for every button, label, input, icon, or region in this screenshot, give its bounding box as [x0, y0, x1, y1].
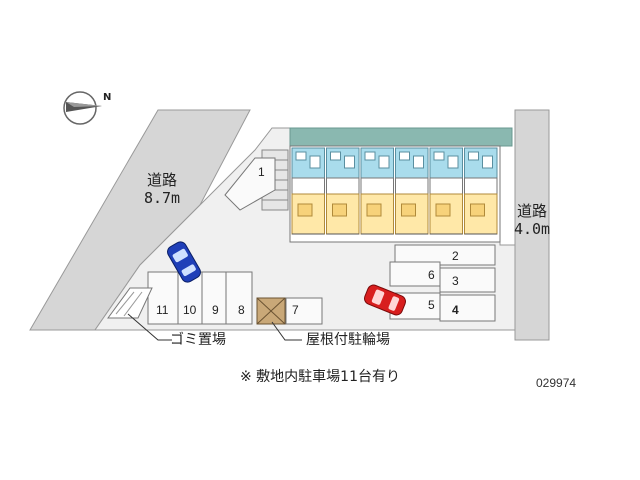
- parking-space-8: [225, 271, 253, 325]
- blue-car-icon: [167, 241, 201, 283]
- parking-label-7: 7: [292, 303, 299, 317]
- road-left-width: 8.7m: [143, 189, 181, 207]
- apartment-unit: [395, 147, 429, 235]
- parking-space-11: [147, 271, 179, 325]
- apartment-unit: [429, 147, 463, 235]
- parking-space-9: [201, 271, 227, 325]
- map-code: 029974: [536, 376, 577, 390]
- parking-space-6: [389, 261, 441, 287]
- parking-label-8: 8: [238, 303, 245, 317]
- parking-label-9: 9: [212, 303, 219, 317]
- parking-space-2: [394, 244, 496, 266]
- parking-space-10: [177, 271, 203, 325]
- apartment-unit: [360, 147, 394, 235]
- apartment-unit: [464, 147, 498, 235]
- parking-label-11: 11: [156, 303, 169, 317]
- parking-label-3: 3: [452, 274, 459, 288]
- road-right-width: 4.0m: [513, 220, 551, 238]
- parking-label-5: 5: [428, 298, 435, 312]
- garbage-area-label: ゴミ置場: [170, 332, 226, 348]
- parking-space-3: [439, 267, 496, 293]
- garbage-leader: [127, 313, 172, 341]
- parking-space-7: [285, 297, 323, 325]
- parking-label-4: 4: [452, 303, 459, 317]
- parking-label-1: 1: [258, 165, 265, 179]
- apartment-unit: [326, 147, 360, 235]
- road-left-name: 道路: [146, 171, 177, 189]
- parking-count-note: ※ 敷地内駐車場11台有り: [240, 369, 400, 385]
- compass-icon: [63, 91, 102, 125]
- parking-space-4: [439, 294, 496, 322]
- compass-north-label: N: [103, 92, 112, 103]
- parking-space-1: [224, 157, 276, 211]
- parking-label-6: 6: [428, 268, 435, 282]
- bike-shed-leader: [271, 321, 302, 341]
- parking-label-10: 10: [183, 303, 197, 317]
- apartment-unit: [291, 147, 325, 235]
- apartment-building: [289, 127, 513, 243]
- red-car-icon: [364, 284, 406, 316]
- road-right-name: 道路: [516, 202, 547, 220]
- bike-shed-label: 屋根付駐輪場: [306, 332, 390, 348]
- road-right: [514, 109, 550, 341]
- parking-label-2: 2: [452, 249, 459, 263]
- bike-shed: [256, 297, 286, 325]
- garbage-area: [107, 287, 153, 319]
